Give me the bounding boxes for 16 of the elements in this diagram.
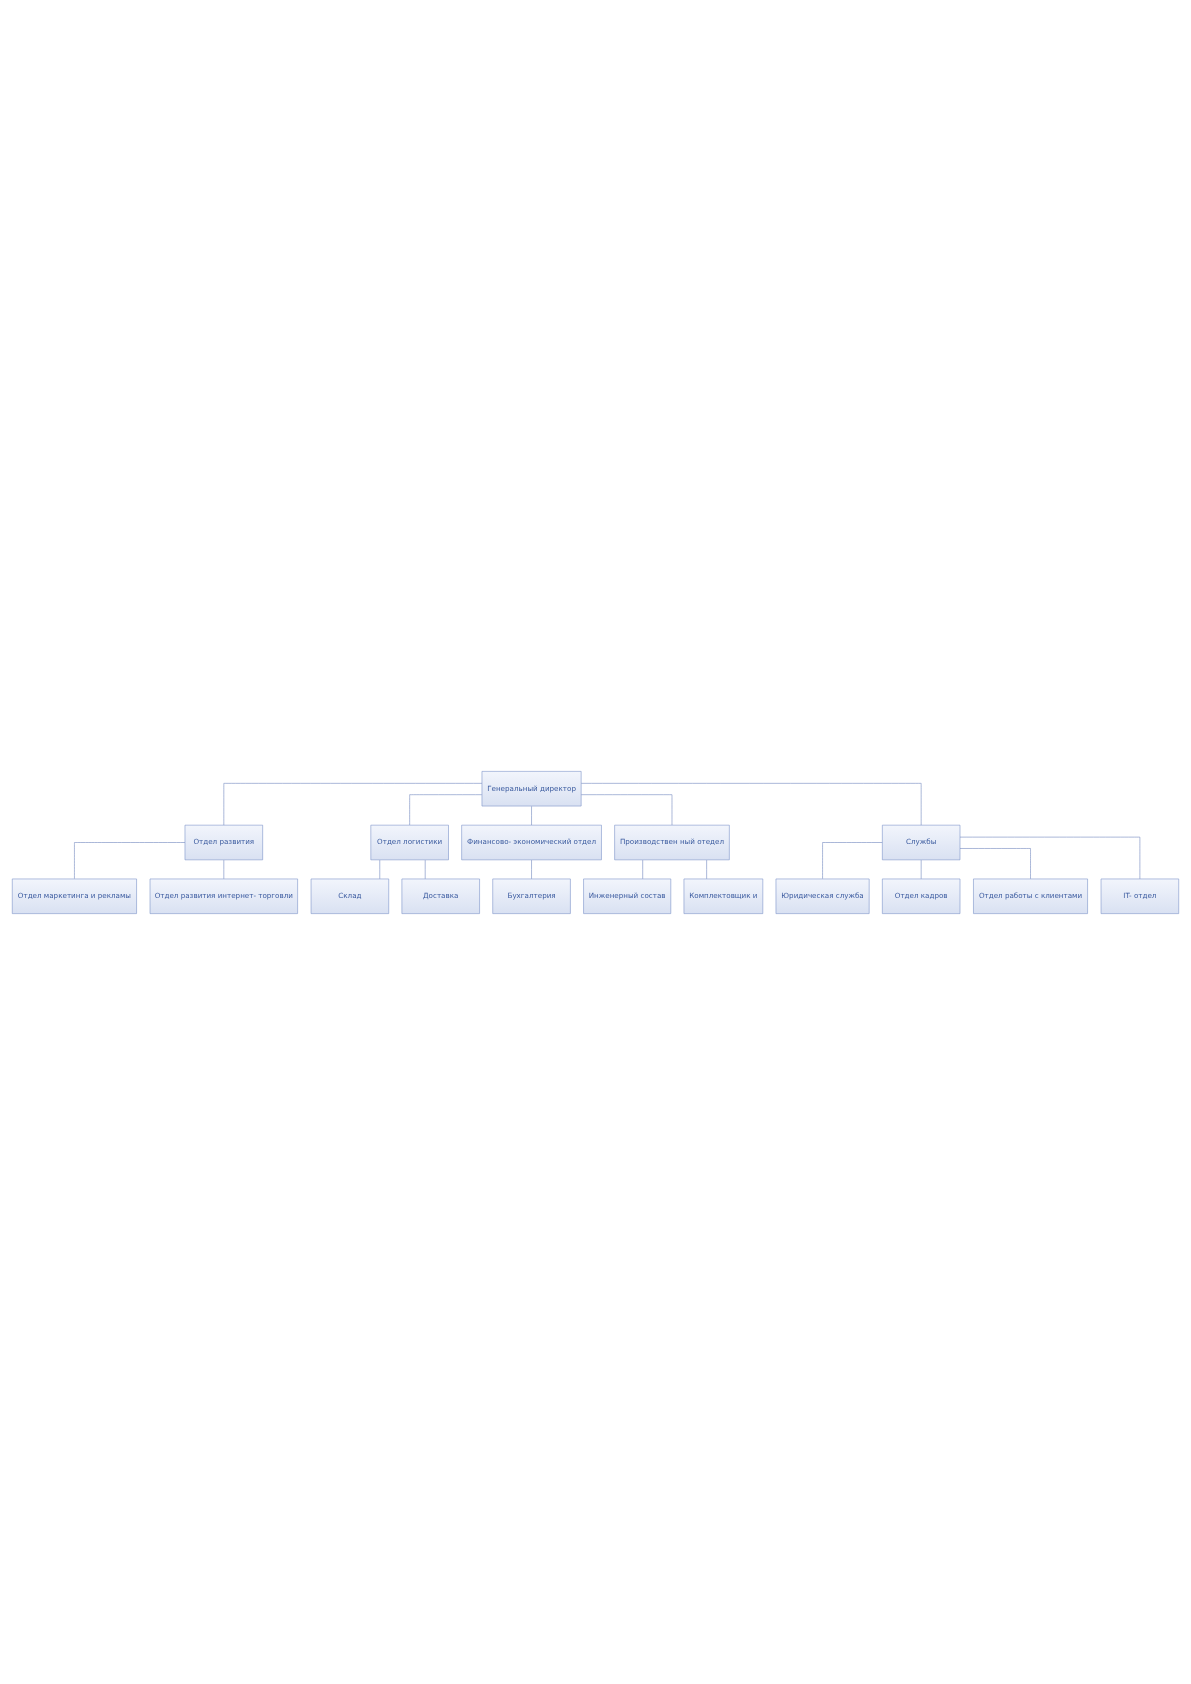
connector — [424, 859, 426, 879]
connector — [822, 841, 883, 879]
connector — [706, 859, 707, 879]
connector — [409, 793, 483, 825]
connector — [920, 859, 922, 879]
connector — [531, 805, 532, 825]
connector — [531, 859, 532, 879]
connector — [223, 782, 483, 825]
connector — [642, 859, 643, 879]
connector — [223, 859, 225, 879]
connector — [581, 782, 922, 825]
connector — [74, 841, 186, 879]
connector — [959, 836, 1141, 879]
connector — [959, 847, 1031, 879]
connector — [379, 859, 381, 879]
connector — [580, 793, 673, 825]
